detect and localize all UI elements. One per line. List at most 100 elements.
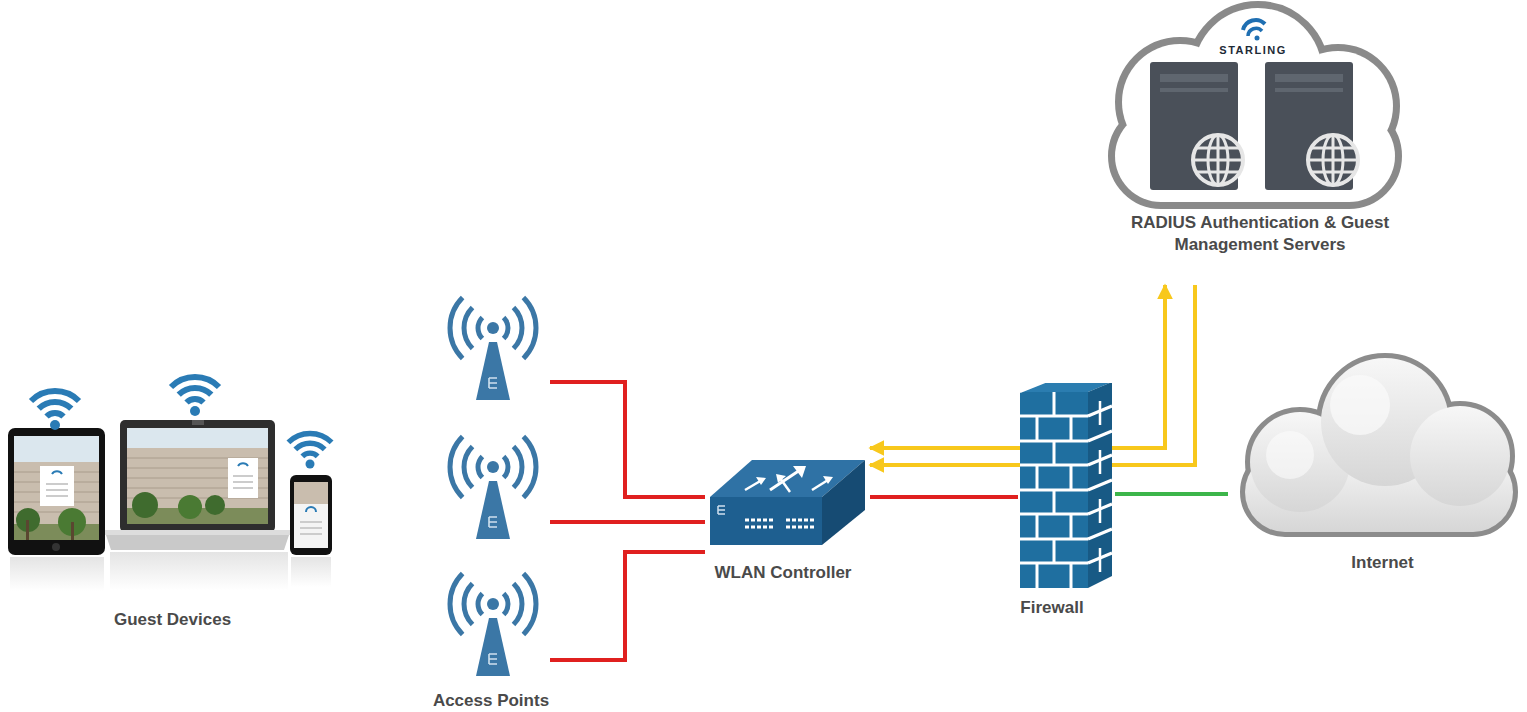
firewall-symbol — [1088, 406, 1112, 563]
server-cloud-shape — [1122, 44, 1238, 160]
internet-cloud-shape — [1245, 358, 1513, 532]
server-symbol — [1275, 74, 1343, 82]
phone-device — [294, 482, 328, 504]
tablet-device — [58, 508, 86, 536]
controller-symbol — [745, 520, 773, 527]
brand-logo-mark — [1243, 20, 1265, 30]
laptop-device — [105, 530, 290, 535]
controller-symbol — [745, 480, 762, 490]
controller-symbol — [756, 477, 766, 485]
internet-cloud-shape — [1250, 412, 1350, 512]
tablet-device — [52, 543, 60, 551]
access-point-group: Access Points — [432, 295, 550, 712]
laptop-device — [132, 492, 158, 518]
server-symbol — [1160, 74, 1228, 82]
phone-device — [290, 475, 332, 555]
phone-device — [294, 482, 328, 548]
tablet-device — [40, 466, 74, 506]
tablet-device — [8, 428, 105, 555]
wlan-controller: WLAN Controller — [705, 440, 870, 585]
server-cloud-shape — [1115, 110, 1395, 202]
internet-cloud-shape — [1245, 452, 1513, 532]
internet-cloud-shape — [1330, 375, 1390, 435]
controller-symbol — [793, 466, 806, 478]
controller-symbol — [786, 520, 814, 527]
server-cloud-shape — [1283, 51, 1393, 161]
laptop-device — [127, 458, 268, 498]
access-point-symbol — [450, 574, 536, 676]
network-link — [550, 552, 705, 660]
internet-cloud-shape — [1321, 358, 1449, 486]
network-link — [870, 495, 1018, 499]
firewall-symbol — [1099, 401, 1102, 572]
tablet-device — [46, 484, 68, 496]
firewall-symbol — [1020, 382, 1112, 588]
server-symbol — [1208, 135, 1228, 185]
internet-cloud-shape — [1245, 452, 1513, 532]
network-link — [550, 382, 705, 497]
network-link — [1115, 492, 1228, 496]
laptop-device — [105, 420, 290, 590]
internet-cloud-shape — [1321, 358, 1449, 486]
node-label: Internet — [1234, 552, 1527, 574]
laptop-device — [205, 495, 225, 515]
tablet-device — [8, 428, 105, 591]
node-label: Access Points — [412, 690, 570, 712]
wifi-symbol — [171, 377, 219, 416]
server-symbol — [1265, 62, 1353, 190]
brand-logo-mark — [1248, 28, 1262, 36]
server-symbol — [1265, 62, 1358, 190]
laptop-device — [228, 458, 258, 498]
internet-cloud-shape — [1245, 358, 1513, 532]
laptop-device — [105, 532, 290, 550]
phone-device — [306, 507, 316, 512]
controller-symbol — [710, 460, 865, 545]
controller-symbol — [812, 480, 828, 490]
firewall-symbol — [1020, 382, 1112, 392]
server-cloud-shape — [1115, 8, 1395, 202]
node-label: RADIUS Authentication & Guest Management… — [1130, 212, 1390, 256]
server-cloud-shape — [1115, 8, 1395, 202]
tablet-device — [71, 522, 74, 540]
firewall: Firewall — [1018, 378, 1115, 620]
server-cloud-shape — [1283, 51, 1393, 161]
laptop-device — [110, 552, 288, 590]
server-cloud-shape — [1122, 44, 1238, 160]
server-symbol — [1150, 62, 1243, 190]
server-symbol — [1193, 135, 1243, 185]
node-label: Firewall — [982, 597, 1122, 619]
laptop-device — [233, 476, 253, 488]
controller-symbol — [823, 476, 833, 484]
tablet-device — [26, 520, 29, 540]
laptop-device — [178, 495, 202, 519]
access-point-symbol — [450, 437, 536, 539]
firewall-symbol — [1088, 382, 1112, 588]
server-symbol — [1308, 135, 1358, 185]
controller-symbol — [770, 470, 800, 490]
server-symbol — [1160, 88, 1228, 92]
internet-cloud-shape — [1266, 431, 1314, 479]
brand-name: STARLING — [1193, 43, 1313, 57]
phone-device — [291, 557, 331, 587]
brand-logo-mark — [1255, 36, 1260, 41]
laptop-device — [120, 420, 275, 532]
tablet-device — [10, 557, 104, 591]
internet-cloud-shape — [1410, 406, 1510, 506]
tablet-device — [16, 508, 40, 532]
server-cloud-shape — [1194, 8, 1322, 136]
firewall-symbol — [1037, 392, 1071, 588]
internet-cloud-shape — [1410, 406, 1510, 506]
server-cloud-shape — [1194, 8, 1322, 136]
controller-symbol — [710, 460, 865, 497]
laptop-device — [127, 448, 268, 508]
network-link — [870, 285, 1165, 448]
firewall-symbol — [1020, 392, 1088, 588]
laptop-device — [127, 508, 268, 524]
controller-symbol — [822, 460, 865, 545]
phone-device — [300, 522, 322, 534]
tablet-device — [14, 472, 99, 512]
